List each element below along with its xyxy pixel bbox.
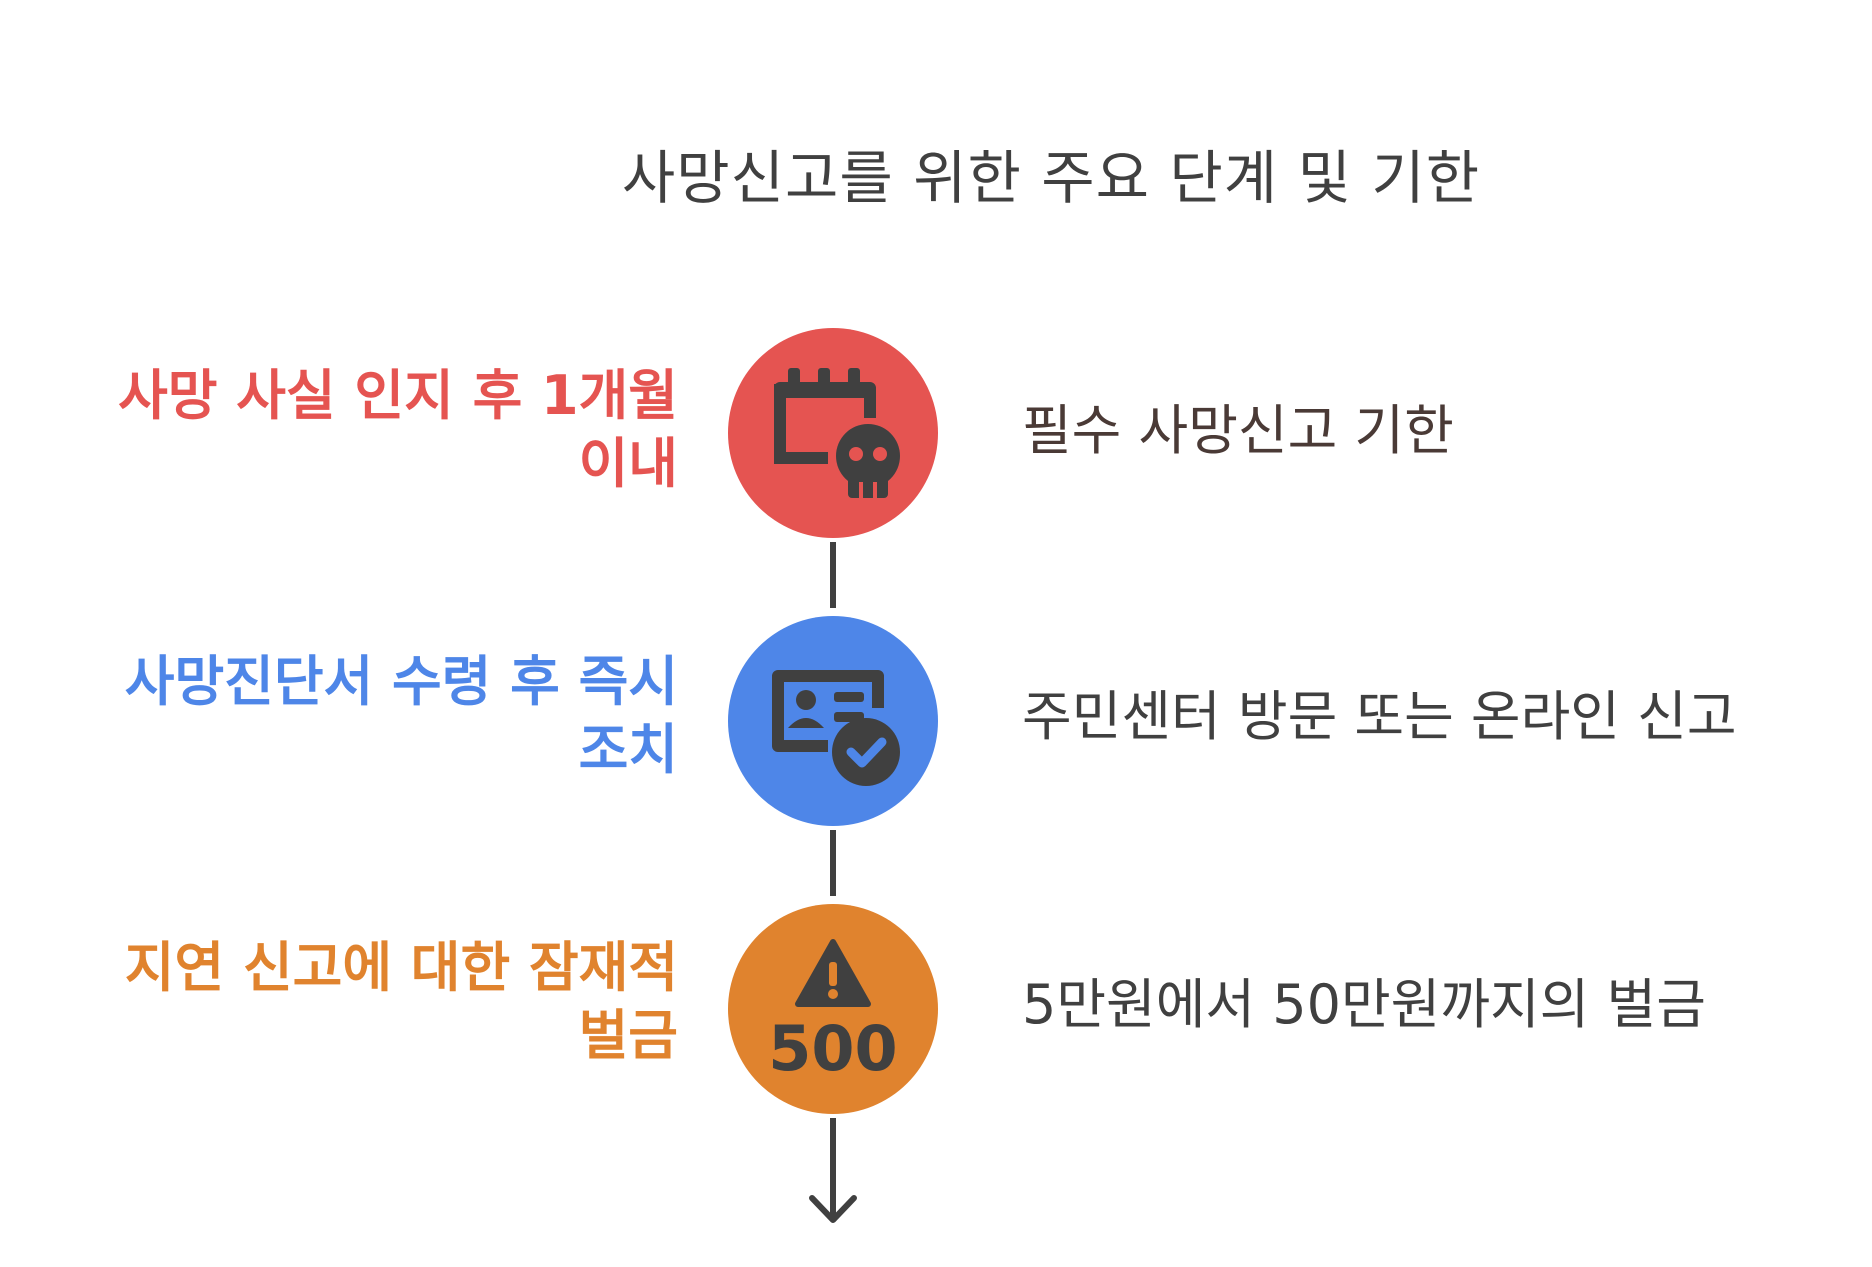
diagram-title: 사망신고를 위한 주요 단계 및 기한 bbox=[621, 144, 1481, 212]
step-2-label-line1: 사망진단서 수령 후 즉시 bbox=[124, 650, 678, 713]
step-1-label-line2: 이내 bbox=[578, 432, 678, 495]
step-3-label-line2: 벌금 bbox=[578, 1004, 678, 1067]
step-2-label: 사망진단서 수령 후 즉시 조치 bbox=[38, 648, 678, 784]
step-2-label-line2: 조치 bbox=[578, 718, 678, 781]
step-3-label-line1: 지연 신고에 대한 잠재적 bbox=[124, 936, 678, 999]
id-card-check-icon bbox=[772, 670, 900, 786]
step-3-label: 지연 신고에 대한 잠재적 벌금 bbox=[38, 934, 678, 1070]
calendar-skull-icon bbox=[774, 368, 900, 498]
connector-3 bbox=[830, 1118, 836, 1218]
step-1-label-line1: 사망 사실 인지 후 1개월 bbox=[118, 364, 678, 427]
step-3-circle: 500 bbox=[728, 904, 938, 1114]
connector-1 bbox=[830, 542, 836, 608]
fine-amount-text: 500 bbox=[768, 1012, 897, 1084]
step-1-description: 필수 사망신고 기한 bbox=[1022, 399, 1454, 462]
step-1-label: 사망 사실 인지 후 1개월 이내 bbox=[38, 362, 678, 498]
arrow-down-icon bbox=[809, 1195, 857, 1223]
warning-fine-icon: 500 bbox=[768, 939, 898, 1084]
step-2-description: 주민센터 방문 또는 온라인 신고 bbox=[1022, 685, 1737, 748]
step-3-description: 5만원에서 50만원까지의 벌금 bbox=[1022, 973, 1706, 1036]
step-1-circle bbox=[728, 328, 938, 538]
connector-2 bbox=[830, 830, 836, 896]
step-2-circle bbox=[728, 616, 938, 826]
